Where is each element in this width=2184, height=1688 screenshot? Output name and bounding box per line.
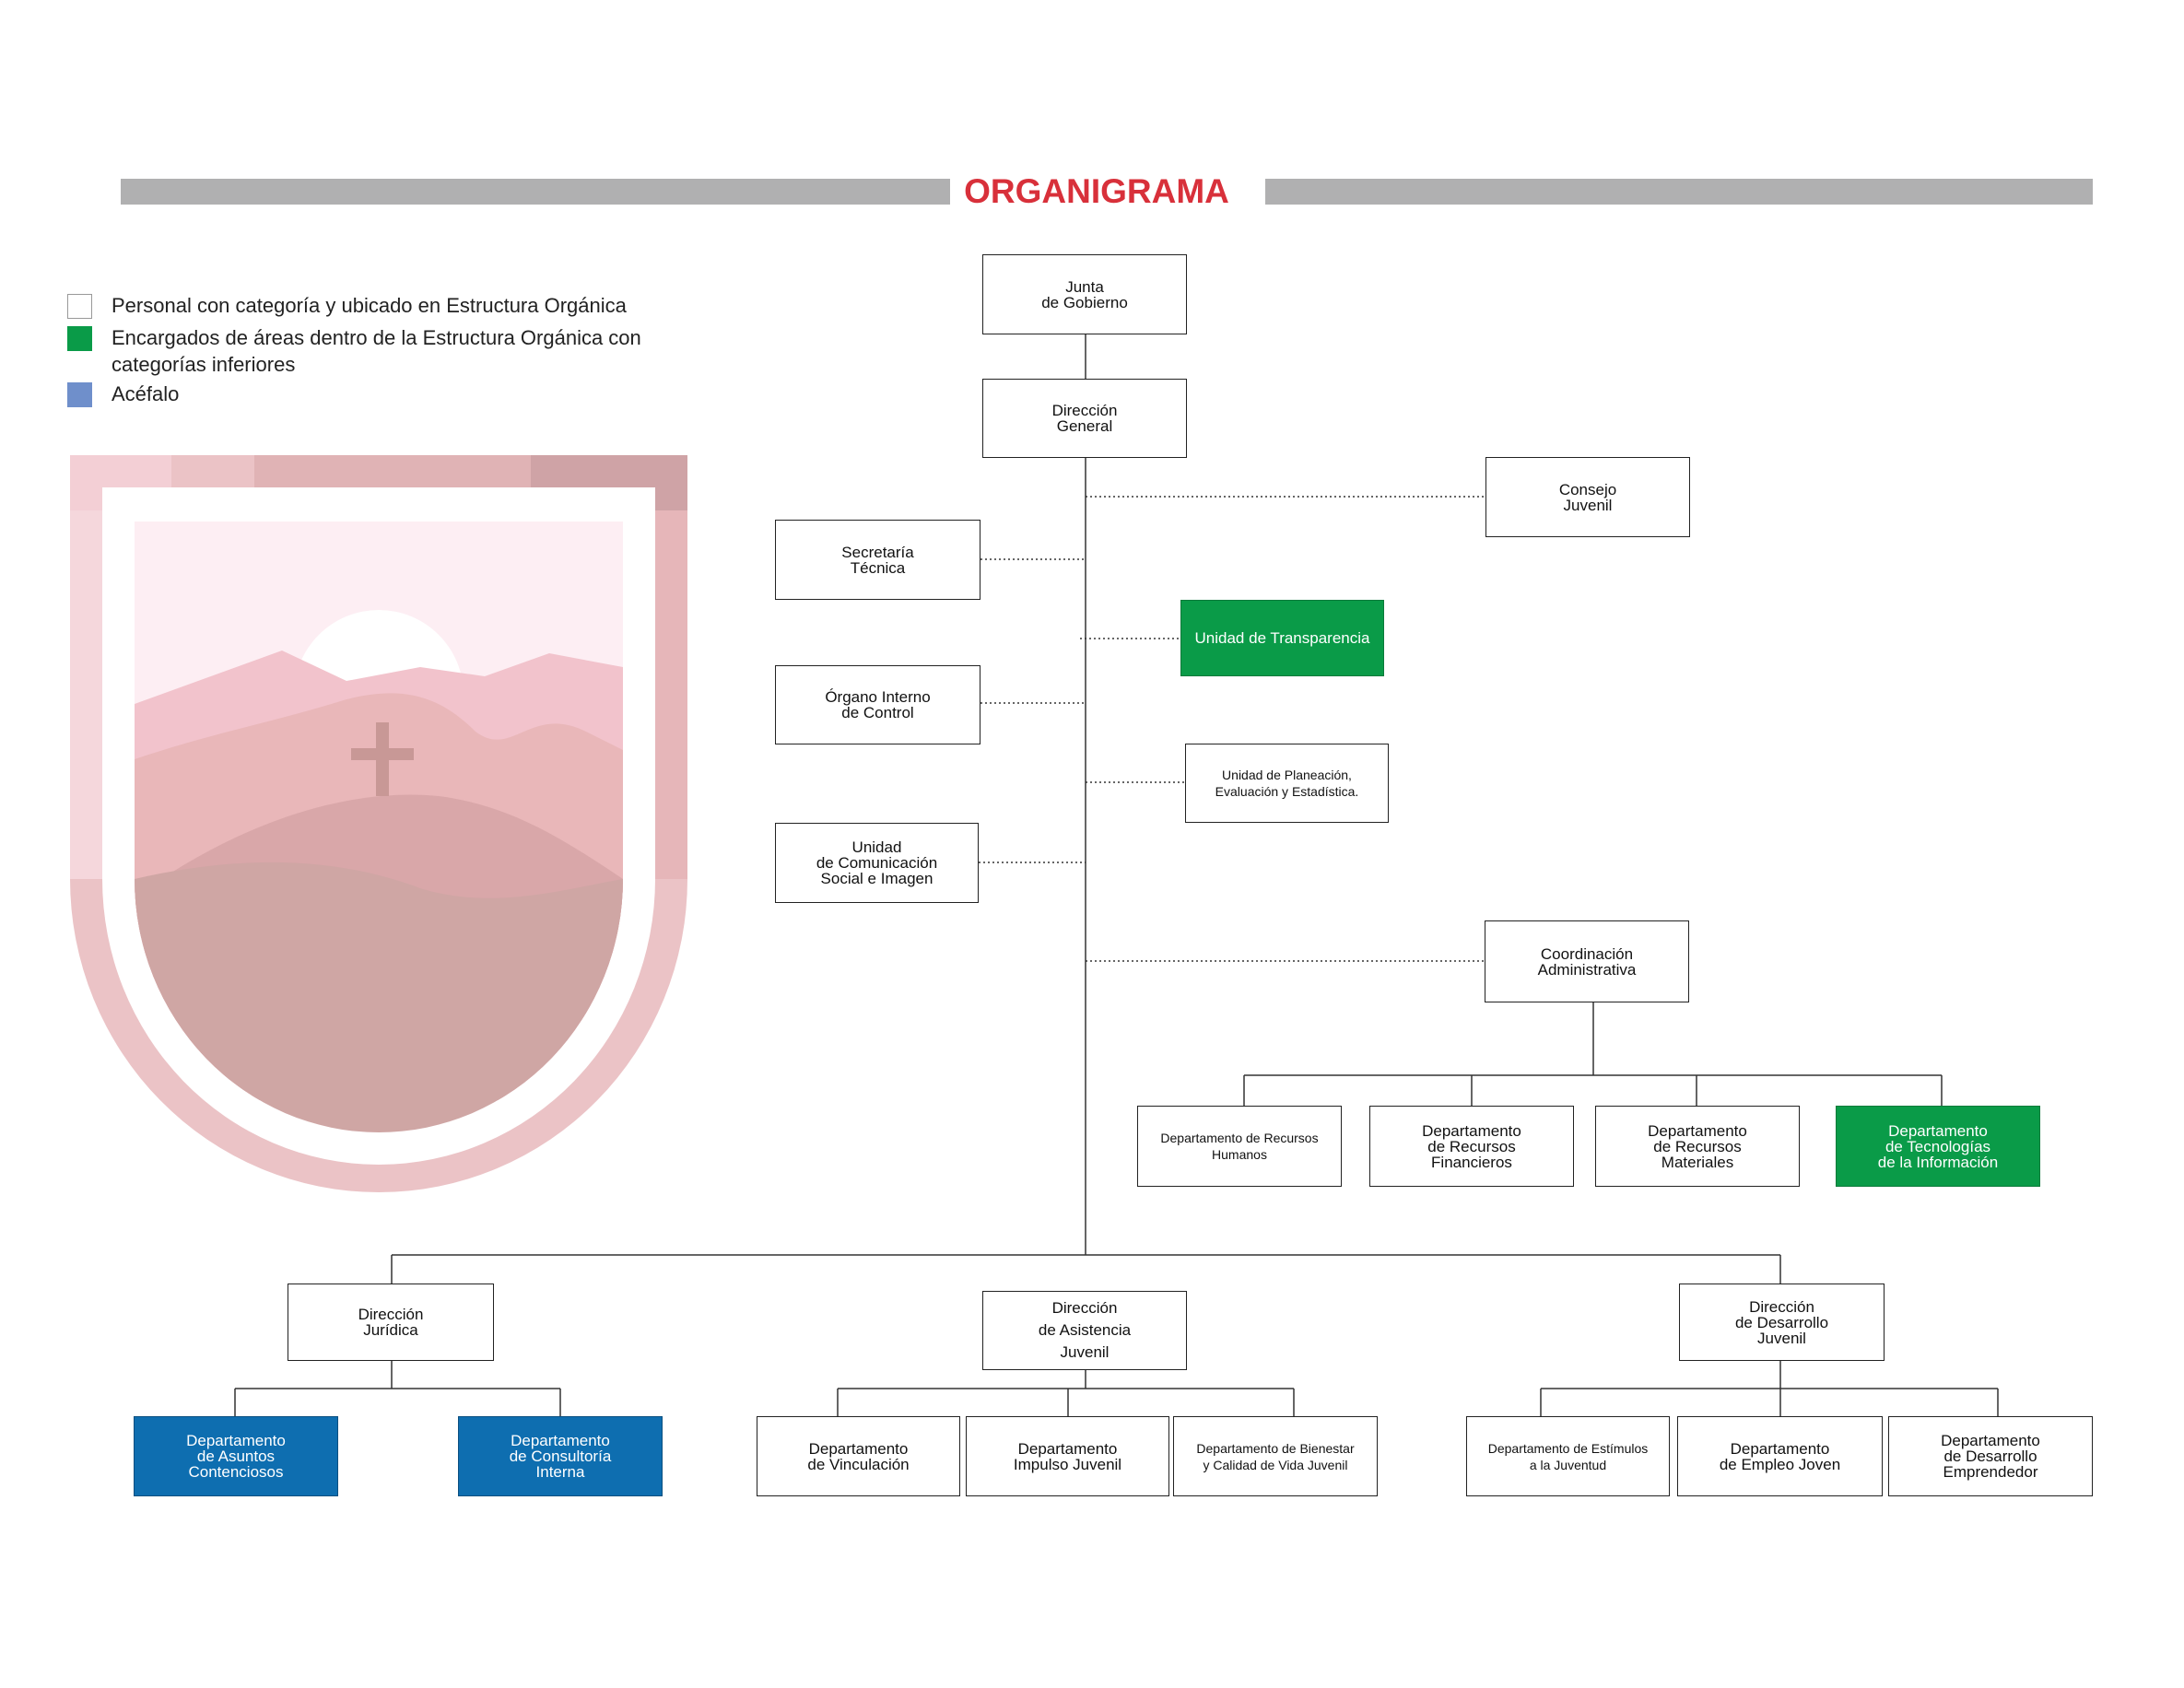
box-coordinacion-administrativa: Coordinación Administrativa	[1485, 920, 1689, 1002]
page-title: ORGANIGRAMA	[964, 172, 1229, 210]
box-depto-recursos-materiales: Departamento de Recursos Materiales	[1595, 1106, 1800, 1187]
box-direccion-general: Dirección General	[982, 379, 1187, 458]
box-depto-consultoria-interna: Departamento de Consultoría Interna	[458, 1416, 663, 1496]
legend-swatch-white	[67, 294, 92, 319]
box-depto-recursos-financieros: Departamento de Recursos Financieros	[1369, 1106, 1574, 1187]
shield-emblem-icon	[70, 455, 687, 1192]
box-depto-recursos-humanos: Departamento de Recursos Humanos	[1137, 1106, 1342, 1187]
legend-label: Acéfalo	[112, 382, 180, 405]
header-bar-left	[121, 179, 950, 205]
legend-swatch-green	[67, 326, 92, 351]
box-depto-desarrollo-emprendedor: Departamento de Desarrollo Emprendedor	[1888, 1416, 2093, 1496]
legend-label: Encargados de áreas dentro de la Estruct…	[112, 326, 641, 376]
box-secretaria-tecnica: Secretaría Técnica	[775, 520, 980, 600]
box-junta-de-gobierno: Junta de Gobierno	[982, 254, 1187, 334]
box-depto-impulso-juvenil: Departamento Impulso Juvenil	[966, 1416, 1169, 1496]
box-unidad-comunicacion: Unidad de Comunicación Social e Imagen	[775, 823, 979, 903]
box-depto-estimulos-juventud: Departamento de Estímulos a la Juventud	[1466, 1416, 1670, 1496]
box-direccion-juridica: Dirección Jurídica	[288, 1284, 494, 1361]
box-depto-tecnologias-informacion: Departamento de Tecnologías de la Inform…	[1836, 1106, 2040, 1187]
legend-item-blue: Acéfalo	[67, 381, 683, 407]
box-organo-interno-control: Órgano Interno de Control	[775, 665, 980, 744]
box-direccion-asistencia-juvenil: Dirección de Asistencia Juvenil	[982, 1291, 1187, 1370]
legend-item-white: Personal con categoría y ubicado en Estr…	[67, 292, 683, 319]
box-unidad-planeacion: Unidad de Planeación, Evaluación y Estad…	[1185, 744, 1389, 823]
box-depto-bienestar: Departamento de Bienestar y Calidad de V…	[1173, 1416, 1378, 1496]
legend-item-green: Encargados de áreas dentro de la Estruct…	[67, 324, 683, 378]
box-depto-vinculacion: Departamento de Vinculación	[757, 1416, 960, 1496]
box-unidad-transparencia: Unidad de Transparencia	[1180, 600, 1384, 676]
box-consejo-juvenil: Consejo Juvenil	[1485, 457, 1690, 537]
legend-swatch-blue	[67, 382, 92, 407]
box-depto-empleo-joven: Departamento de Empleo Joven	[1677, 1416, 1883, 1496]
legend-label: Personal con categoría y ubicado en Estr…	[112, 294, 627, 317]
box-depto-asuntos-contenciosos: Departamento de Asuntos Contenciosos	[134, 1416, 338, 1496]
box-direccion-desarrollo-juvenil: Dirección de Desarrollo Juvenil	[1679, 1284, 1885, 1361]
header-bar-right	[1265, 179, 2093, 205]
